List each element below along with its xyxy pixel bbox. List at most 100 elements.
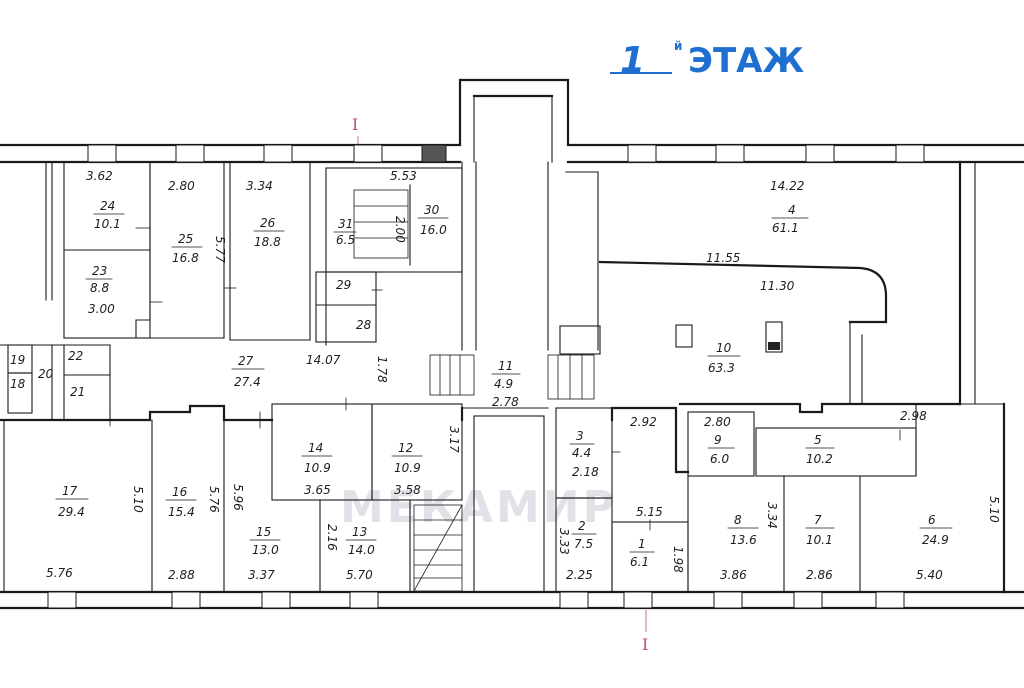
- dimension-label: 5.70: [346, 568, 373, 582]
- dimension-label: 2.16: [325, 524, 339, 551]
- section-mark-bottom: I: [642, 635, 648, 654]
- dimension-label: 3.34: [246, 179, 273, 193]
- room-7: 7 10.1: [805, 513, 835, 547]
- dimension-label: 5.40: [916, 568, 943, 582]
- room-16: 16 15.4: [165, 485, 197, 519]
- room-area: 14.0: [348, 543, 375, 557]
- room-2: 2 7.5: [571, 519, 597, 551]
- room-11: 11 4.9: [491, 359, 521, 391]
- interior-walls-core: [429, 161, 689, 593]
- room-number: 13: [352, 525, 367, 539]
- dimension-label: 2.80: [168, 179, 195, 193]
- dimension-label: 3.58: [394, 483, 421, 497]
- dimension-label: 3.86: [720, 568, 747, 582]
- dimension-label: 5.10: [131, 486, 145, 513]
- dimension-label: 5.76: [207, 486, 221, 513]
- room-number: 1: [638, 537, 646, 551]
- room-number: 27: [238, 354, 254, 368]
- room-area: 13.0: [252, 543, 279, 557]
- room-number: 9: [714, 433, 722, 447]
- watermark: МЕКАМИР: [340, 482, 618, 533]
- dimension-label: 3.65: [304, 483, 331, 497]
- dimension-label: 3.33: [557, 528, 571, 555]
- room-number: 6: [928, 513, 936, 527]
- section-mark-top: I: [352, 115, 358, 134]
- room-14: 14 10.9: [301, 441, 333, 475]
- room-area: 6.1: [630, 555, 649, 569]
- room-number: 20: [38, 367, 54, 381]
- room-area: 10.1: [94, 217, 121, 231]
- dimension-label: 2.00: [393, 216, 407, 243]
- room-13: 13 14.0: [345, 525, 377, 557]
- room-number: 4: [788, 203, 796, 217]
- room-number: 16: [172, 485, 188, 499]
- room-area: 7.5: [574, 537, 593, 551]
- floor-number: 1: [620, 40, 645, 81]
- room-number: 19: [10, 353, 25, 367]
- room-area: 16.8: [172, 251, 199, 265]
- room-area: 61.1: [772, 221, 799, 235]
- room-12: 12 10.9: [391, 441, 423, 475]
- dimension-labels: 3.62 2.80 3.34 5.53 14.22 11.55 11.30 5.…: [46, 169, 1001, 582]
- room-number: 10: [716, 341, 732, 355]
- dimension-label: 11.55: [706, 251, 740, 265]
- door-marks: [109, 227, 901, 531]
- windows-top: [87, 144, 925, 163]
- room-area: 63.3: [708, 361, 735, 375]
- room-17: 17 29.4: [55, 484, 89, 519]
- room-22: 22: [68, 349, 83, 363]
- room-area: 8.8: [90, 281, 109, 295]
- room-number: 29: [336, 278, 351, 292]
- room-3: 3 4.4: [569, 429, 595, 460]
- dimension-label: 2.78: [492, 395, 519, 409]
- room-area: 18.8: [254, 235, 281, 249]
- room-21: 21: [70, 385, 85, 399]
- windows-bottom: [47, 591, 905, 609]
- room-26: 26 18.8: [253, 216, 285, 249]
- room-area: 29.4: [58, 505, 85, 519]
- room-9: 9 6.0: [707, 433, 735, 466]
- dimension-label: 5.96: [231, 484, 245, 511]
- room-number: 11: [498, 359, 513, 373]
- room-area: 6.0: [710, 452, 729, 466]
- room-1: 1 6.1: [629, 537, 655, 569]
- room-area: 4.9: [494, 377, 513, 391]
- room-area: 10.9: [394, 461, 421, 475]
- dimension-label: 2.86: [806, 568, 833, 582]
- room-number: 7: [814, 513, 822, 527]
- dimension-label: 5.53: [390, 169, 417, 183]
- room-5: 5 10.2: [805, 433, 835, 466]
- dimension-label: 14.07: [306, 353, 341, 367]
- dimension-label: 11.30: [760, 279, 795, 293]
- room-18: 18: [10, 377, 26, 391]
- room-number: 8: [734, 513, 742, 527]
- room-number: 28: [356, 318, 372, 332]
- dimension-label: 5.77: [213, 236, 227, 263]
- interior-walls-right: [598, 260, 962, 593]
- room-number: 3: [576, 429, 584, 443]
- room-23: 23 8.8: [85, 264, 113, 295]
- dimension-label: 2.88: [168, 568, 195, 582]
- room-31: 31 6.5: [333, 217, 357, 247]
- room-area: 10.2: [806, 452, 833, 466]
- dimension-label: 2.18: [572, 465, 599, 479]
- dimension-label: 5.10: [987, 496, 1001, 523]
- dimension-label: 1.98: [671, 546, 685, 573]
- interior-walls-left: [0, 161, 464, 593]
- room-number: 15: [256, 525, 271, 539]
- room-area: 6.5: [336, 233, 355, 247]
- room-labels: 24 10.1 23 8.8 25 16.8 26 18.8 31 6.5 30…: [10, 199, 953, 569]
- room-20: 20: [38, 367, 54, 381]
- room-number: 26: [260, 216, 276, 230]
- room-24: 24 10.1: [93, 199, 125, 231]
- dimension-label: 2.98: [900, 409, 927, 423]
- dimension-label: 5.76: [46, 566, 73, 580]
- floor-suffix: й: [674, 39, 682, 53]
- room-area: 16.0: [420, 223, 447, 237]
- room-15: 15 13.0: [249, 525, 281, 557]
- room-number: 5: [814, 433, 822, 447]
- floor-word: ЭТАЖ: [688, 41, 804, 81]
- room-area: 10.9: [304, 461, 331, 475]
- dimension-label: 3.37: [248, 568, 275, 582]
- room-number: 2: [578, 519, 586, 533]
